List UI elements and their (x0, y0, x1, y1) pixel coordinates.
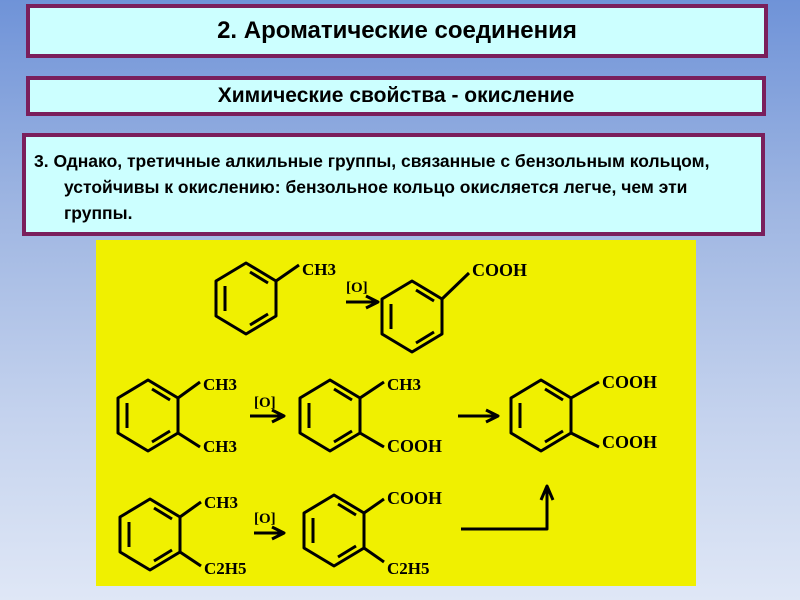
o-xylene-ring (116, 378, 201, 453)
ethyltoluene-ring (118, 497, 202, 572)
ethylbenzoic-ethyl-label: C2H5 (387, 559, 430, 578)
oxidant-label-2: [O] (254, 395, 276, 411)
statement-text: 3. Однако, третичные алкильные группы, с… (34, 151, 710, 223)
oxidant-label-3: [O] (254, 511, 276, 527)
toluic-carboxyl-label: COOH (387, 436, 442, 456)
ethylbenzoic-carboxyl-label: COOH (387, 488, 442, 508)
ethyltoluene-methyl-label: CH3 (204, 493, 238, 512)
slide-title: 2. Ароматические соединения (217, 17, 577, 44)
benzoic-carboxyl-label: COOH (472, 260, 527, 280)
reaction-arrows (250, 294, 555, 541)
ethylbenzoic-acid-ring (302, 493, 385, 568)
phthalic-carboxyl-label-1: COOH (602, 372, 657, 392)
xylene-methyl-label-2: CH3 (203, 437, 237, 456)
statement-box: 3. Однако, третичные алкильные группы, с… (22, 133, 765, 236)
phthalic-acid-ring (509, 378, 600, 453)
o-toluic-acid-ring (298, 378, 385, 453)
reaction-scheme-drawing: CH3 [O] COOH CH3 CH3 [O] CH3 COOH COOH C… (116, 260, 657, 578)
toluic-methyl-label: CH3 (387, 375, 421, 394)
xylene-methyl-label-1: CH3 (203, 375, 237, 394)
slide-subtitle-box: Химические свойства - окисление (26, 76, 766, 116)
ethyltoluene-ethyl-label: C2H5 (204, 559, 247, 578)
phthalic-carboxyl-label-2: COOH (602, 432, 657, 452)
slide-title-box: 2. Ароматические соединения (26, 4, 768, 58)
slide-subtitle: Химические свойства - окисление (217, 84, 575, 107)
oxidant-label-1: [O] (346, 280, 368, 296)
toluene-ring (214, 261, 300, 336)
reaction-scheme: CH3 [O] COOH CH3 CH3 [O] CH3 COOH COOH C… (96, 240, 696, 586)
toluene-methyl-label: CH3 (302, 260, 336, 279)
benzoic-acid-ring (380, 271, 471, 354)
